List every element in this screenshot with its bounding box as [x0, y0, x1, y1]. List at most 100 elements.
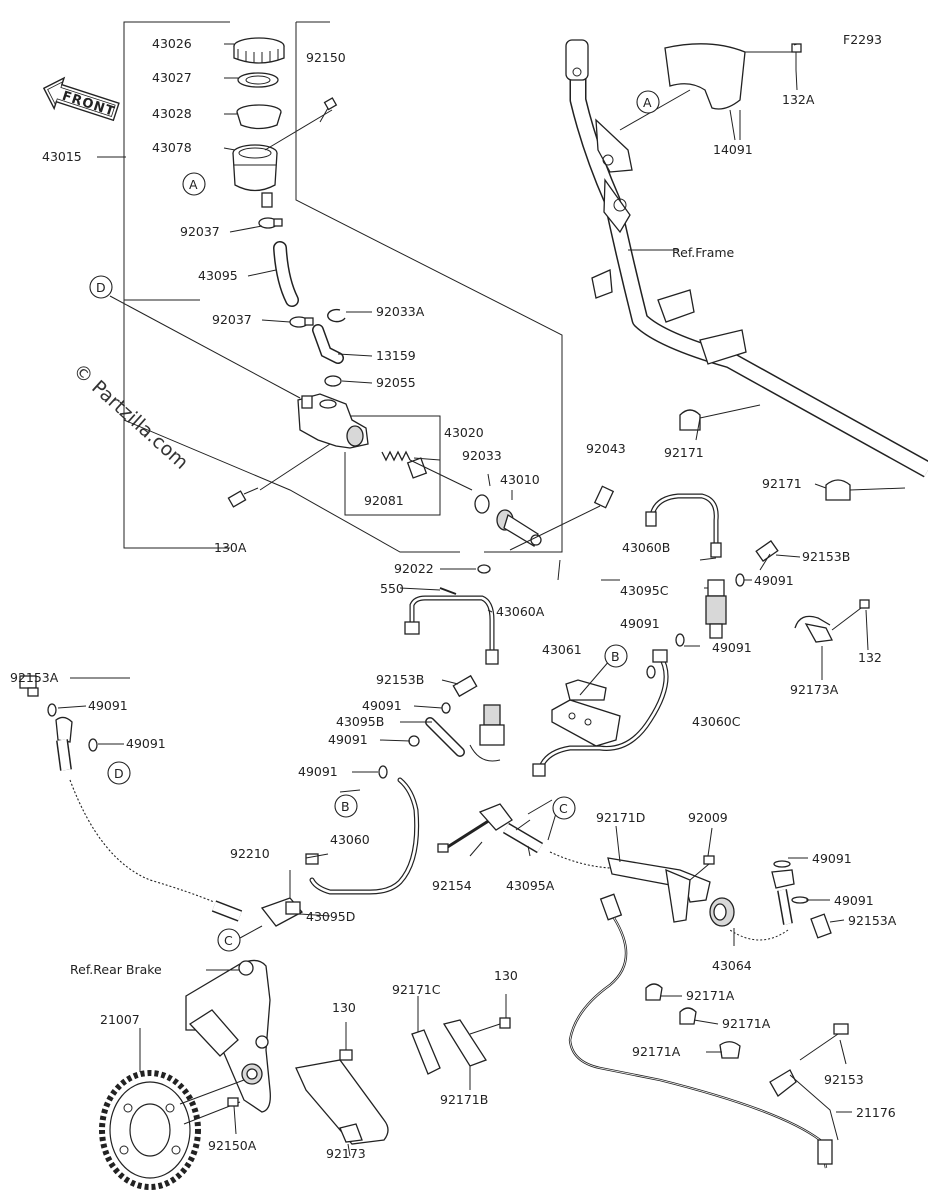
bolt-92154	[437, 818, 491, 853]
part-label: 49091	[834, 893, 874, 908]
reservoir-tank	[232, 144, 278, 208]
bolt-130	[339, 1049, 353, 1061]
part-label: 92171	[664, 445, 704, 460]
part-label: Ref.Rear Brake	[70, 962, 162, 977]
washer-49091	[441, 702, 451, 714]
part-label: 130A	[214, 540, 247, 555]
bolt-92009	[689, 855, 715, 881]
circlip-92033	[474, 494, 490, 514]
clamp-92171a	[645, 983, 663, 1001]
push-rod-43010	[496, 509, 542, 547]
part-label: 43026	[152, 36, 192, 51]
bolt-130a	[227, 487, 259, 508]
part-label: 43078	[152, 140, 192, 155]
part-label: 92153B	[802, 549, 850, 564]
joint-43095a	[478, 803, 611, 869]
part-label: 49091	[362, 698, 402, 713]
circlip	[327, 308, 346, 323]
bolt-92153	[799, 1023, 849, 1061]
part-label: 43064	[712, 958, 752, 973]
clamp-92173a	[794, 604, 866, 643]
part-labels: 43026 43027 43028 43078 43015 92150 9203…	[10, 36, 897, 1161]
frame-bracket-14091	[664, 43, 795, 141]
part-label: 43020	[444, 425, 484, 440]
part-label: 49091	[620, 616, 660, 631]
hose-fitting-43095b	[425, 717, 465, 757]
part-label: 92171A	[722, 1016, 771, 1031]
part-label: 92150	[306, 50, 346, 65]
part-label: 49091	[126, 736, 166, 751]
part-label: 43027	[152, 70, 192, 85]
callout-label: A	[189, 177, 198, 192]
part-label: 49091	[88, 698, 128, 713]
washer-49091	[88, 738, 98, 752]
part-label: 92150A	[208, 1138, 257, 1153]
part-label: 92022	[394, 561, 434, 576]
bolt-132	[859, 599, 870, 609]
hose-clamp	[289, 316, 314, 328]
washer-49091	[378, 765, 388, 779]
callout-a-upper: A	[182, 172, 206, 196]
part-label: 49091	[298, 764, 338, 779]
master-cylinder	[259, 393, 369, 491]
bracket-92171d	[607, 857, 711, 923]
callout-d-lower: D	[107, 761, 131, 785]
bolt-132a	[791, 43, 802, 70]
part-label: 92043	[586, 441, 626, 456]
part-label: 43095C	[620, 583, 669, 598]
part-label: 92033	[462, 448, 502, 463]
brake-pipe-43060b	[645, 493, 722, 558]
callout-label: C	[559, 801, 568, 816]
part-label: 43095B	[336, 714, 384, 729]
part-label: 43010	[500, 472, 540, 487]
part-label: 49091	[712, 640, 752, 655]
part-label: 43015	[42, 149, 82, 164]
part-label: 92153	[824, 1072, 864, 1087]
part-label: 130	[494, 968, 518, 983]
part-label: 92171C	[392, 982, 441, 997]
diagram-code: F2293	[843, 32, 882, 47]
washer-49091	[791, 896, 809, 904]
callout-label: B	[341, 799, 350, 814]
callout-d-upper: D	[89, 275, 113, 299]
part-label: 92154	[432, 878, 472, 893]
abs-bracket-43061	[551, 659, 621, 747]
washer-49091	[773, 860, 791, 868]
pin-92043	[509, 485, 615, 551]
callout-label: C	[224, 933, 233, 948]
part-label: 92173	[326, 1146, 366, 1161]
hose-clamp	[258, 217, 283, 229]
reservoir-cap	[233, 37, 285, 64]
part-label: 43095	[198, 268, 238, 283]
part-label: 13159	[376, 348, 416, 363]
part-label: 21007	[100, 1012, 140, 1027]
part-label: 92153A	[10, 670, 59, 685]
grommet-43064	[709, 897, 735, 927]
clamp-92171	[679, 404, 761, 431]
clamp-92171	[825, 479, 906, 501]
part-label: 92153A	[848, 913, 897, 928]
o-ring	[324, 375, 342, 387]
part-label: 43060B	[622, 540, 670, 555]
joint-43095d	[260, 870, 304, 927]
part-label: 43060	[330, 832, 370, 847]
joint-43095b	[469, 704, 505, 762]
clamp-92171b	[442, 1019, 487, 1067]
part-label: 92171A	[632, 1044, 681, 1059]
callout-b-abs: B	[604, 644, 628, 668]
banjo-bolt-92153b	[452, 674, 478, 698]
main-frame	[565, 39, 928, 478]
leader-lines	[57, 43, 869, 1157]
washer-49091	[408, 735, 420, 747]
clamp-92171a	[679, 1007, 697, 1025]
part-label: 92173A	[790, 682, 839, 697]
brake-pipe-43060	[309, 777, 420, 895]
banjo-bolt-92153b	[755, 540, 779, 571]
diaphragm-plate-inner	[245, 75, 271, 85]
washer-49091	[47, 703, 57, 717]
sensor-hose-right	[729, 869, 795, 941]
washer-49091	[646, 665, 656, 679]
brake-pipe-43060c	[532, 649, 669, 777]
part-label: Ref.Frame	[672, 245, 735, 260]
callout-label: B	[611, 649, 620, 664]
